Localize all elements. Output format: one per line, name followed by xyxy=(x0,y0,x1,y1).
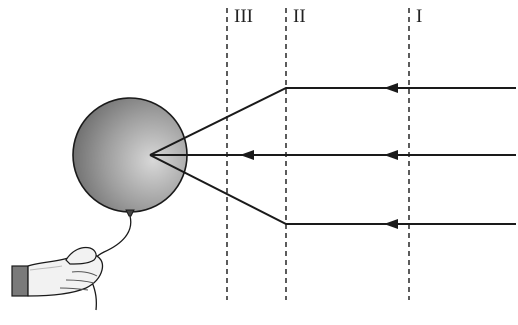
field-line-arrow-icon xyxy=(240,150,254,160)
balloon-knot xyxy=(126,210,134,216)
field-line-arrow-icon xyxy=(384,219,398,229)
field-line-bottom xyxy=(150,155,516,224)
field-line-arrow-icon xyxy=(384,83,398,93)
field-line-top xyxy=(150,88,516,155)
field-line-arrow-icon xyxy=(384,150,398,160)
region-label-ii: II xyxy=(293,6,306,27)
gloved-hand-icon xyxy=(12,248,103,297)
region-label-iii: III xyxy=(234,6,253,27)
region-label-i: I xyxy=(416,6,422,27)
